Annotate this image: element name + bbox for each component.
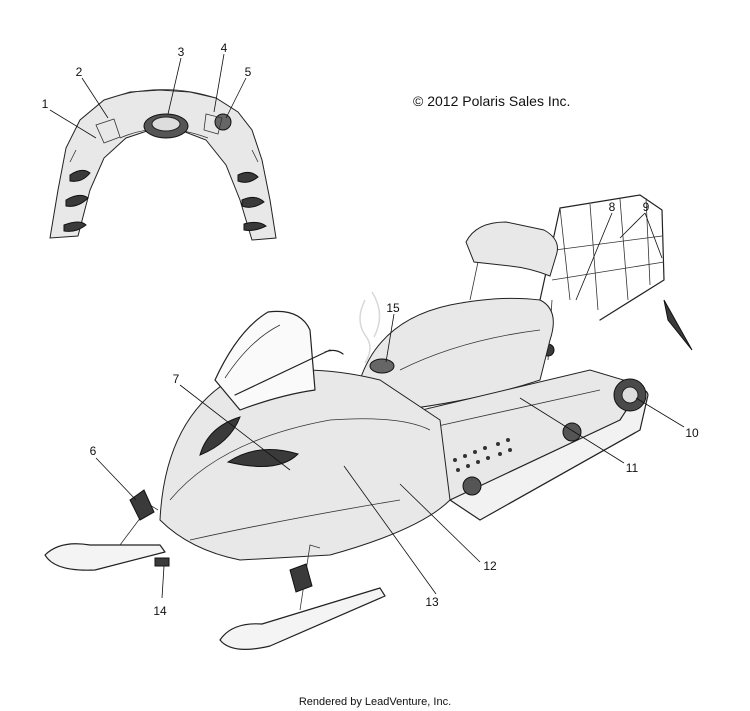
callout-labels: 1 2 3 4 5 6 7 8 9 10 11 12 13 14 15	[42, 41, 699, 618]
callout-4: 4	[221, 41, 228, 55]
leader-lines	[49, 53, 685, 599]
callout-3: 3	[178, 45, 185, 59]
footer-credit: Rendered by LeadVenture, Inc.	[299, 696, 451, 708]
callout-5: 5	[245, 65, 252, 79]
callout-2: 2	[76, 65, 83, 79]
callout-11: 11	[626, 461, 639, 475]
callout-6: 6	[90, 444, 97, 458]
snowmobile-drawing	[44, 194, 693, 650]
callout-1: 1	[42, 97, 49, 111]
callout-7: 7	[173, 372, 180, 386]
hood-inset-drawing	[49, 89, 277, 241]
callout-10: 10	[685, 426, 699, 440]
callout-12: 12	[483, 559, 497, 573]
callout-9: 9	[643, 200, 650, 214]
callout-13: 13	[425, 595, 439, 609]
callout-8: 8	[609, 200, 616, 214]
callout-14: 14	[153, 604, 167, 618]
callout-15: 15	[386, 301, 400, 315]
copyright-text: © 2012 Polaris Sales Inc.	[413, 93, 570, 109]
